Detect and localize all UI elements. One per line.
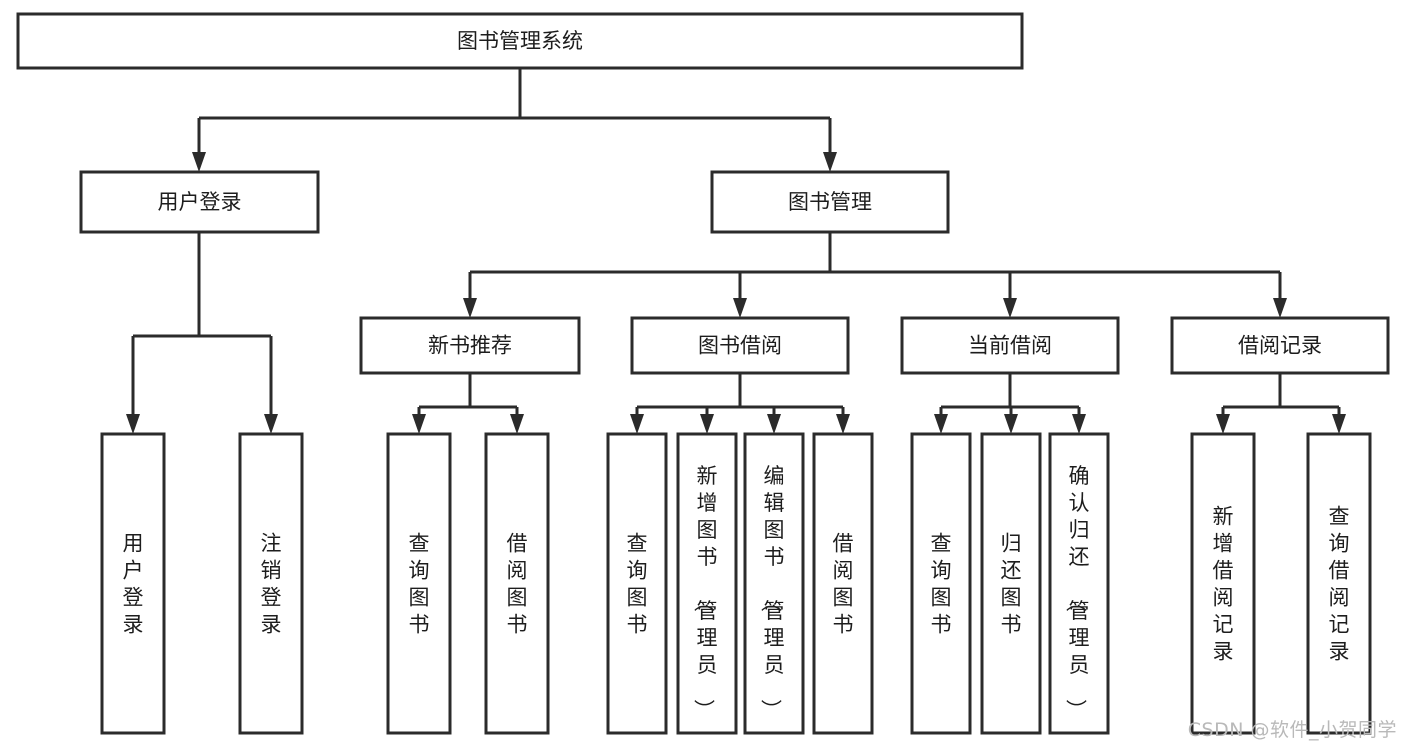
csdn-watermark: CSDN @软件_小贺同学 <box>1187 719 1397 741</box>
node-label: 归还图书 <box>1001 532 1022 637</box>
connector-record-to-leaves <box>1216 373 1346 434</box>
node-label: 图书管理 <box>788 190 872 214</box>
node-label: 借阅图书 <box>833 532 854 637</box>
connector-current-to-leaves <box>934 373 1086 434</box>
node-boxes-layer: 图书管理系统用户登录图书管理新书推荐图书借阅当前借阅借阅记录用户登录注销登录查询… <box>16 12 1390 735</box>
connector-borrow-to-leaves <box>630 373 850 434</box>
connector-user-login-to-leaves <box>126 232 278 434</box>
connector-book-mgmt-to-level3 <box>463 232 1287 318</box>
node-label: 新书推荐 <box>428 334 512 358</box>
node-leaf-1-注销登录[interactable]: 注销登录 <box>238 432 304 735</box>
node-l2-0-用户登录[interactable]: 用户登录 <box>79 170 320 234</box>
node-label: 用户登录 <box>123 532 144 637</box>
node-l3-1-图书借阅[interactable]: 图书借阅 <box>630 316 850 375</box>
node-leaf-2-查询图书[interactable]: 查询图书 <box>386 432 452 735</box>
node-label: 借阅记录 <box>1238 334 1322 358</box>
connector-root-to-level2 <box>192 68 837 172</box>
node-label: 查询借阅记录 <box>1329 505 1350 664</box>
connectors-layer <box>126 68 1346 434</box>
node-l3-0-新书推荐[interactable]: 新书推荐 <box>359 316 581 375</box>
node-leaf-6-编辑图书管理员[interactable]: 编辑图书（管理员） <box>743 432 805 735</box>
node-leaf-11-新增借阅记录[interactable]: 新增借阅记录 <box>1190 432 1256 735</box>
node-label: 借阅图书 <box>507 532 528 637</box>
node-label: 查询图书 <box>409 532 430 637</box>
node-label: 新增图书（管理员） <box>692 464 718 720</box>
node-leaf-12-查询借阅记录[interactable]: 查询借阅记录 <box>1306 432 1372 735</box>
node-leaf-9-归还图书[interactable]: 归还图书 <box>980 432 1042 735</box>
node-label: 图书管理系统 <box>457 29 583 53</box>
node-leaf-7-借阅图书[interactable]: 借阅图书 <box>812 432 874 735</box>
node-label: 新增借阅记录 <box>1213 505 1234 664</box>
node-leaf-8-查询图书[interactable]: 查询图书 <box>910 432 972 735</box>
node-label: 用户登录 <box>158 190 242 214</box>
node-label: 图书借阅 <box>698 334 782 358</box>
node-label: 编辑图书（管理员） <box>759 464 785 720</box>
node-l3-3-借阅记录[interactable]: 借阅记录 <box>1170 316 1390 375</box>
node-l3-2-当前借阅[interactable]: 当前借阅 <box>900 316 1120 375</box>
connector-new-book-to-leaves <box>412 373 524 434</box>
node-label: 当前借阅 <box>968 334 1052 358</box>
node-leaf-5-新增图书管理员[interactable]: 新增图书（管理员） <box>676 432 738 735</box>
node-leaf-0-用户登录[interactable]: 用户登录 <box>100 432 166 735</box>
node-label: 查询图书 <box>627 532 648 637</box>
node-leaf-10-确认归还管理员[interactable]: 确认归还（管理员） <box>1048 432 1110 735</box>
node-label: 注销登录 <box>261 532 282 637</box>
node-l2-1-图书管理[interactable]: 图书管理 <box>710 170 950 234</box>
node-label: 确认归还（管理员） <box>1064 464 1090 720</box>
node-root-0-图书管理系统[interactable]: 图书管理系统 <box>16 12 1024 70</box>
node-label: 查询图书 <box>931 532 952 637</box>
node-leaf-3-借阅图书[interactable]: 借阅图书 <box>484 432 550 735</box>
node-leaf-4-查询图书[interactable]: 查询图书 <box>606 432 668 735</box>
